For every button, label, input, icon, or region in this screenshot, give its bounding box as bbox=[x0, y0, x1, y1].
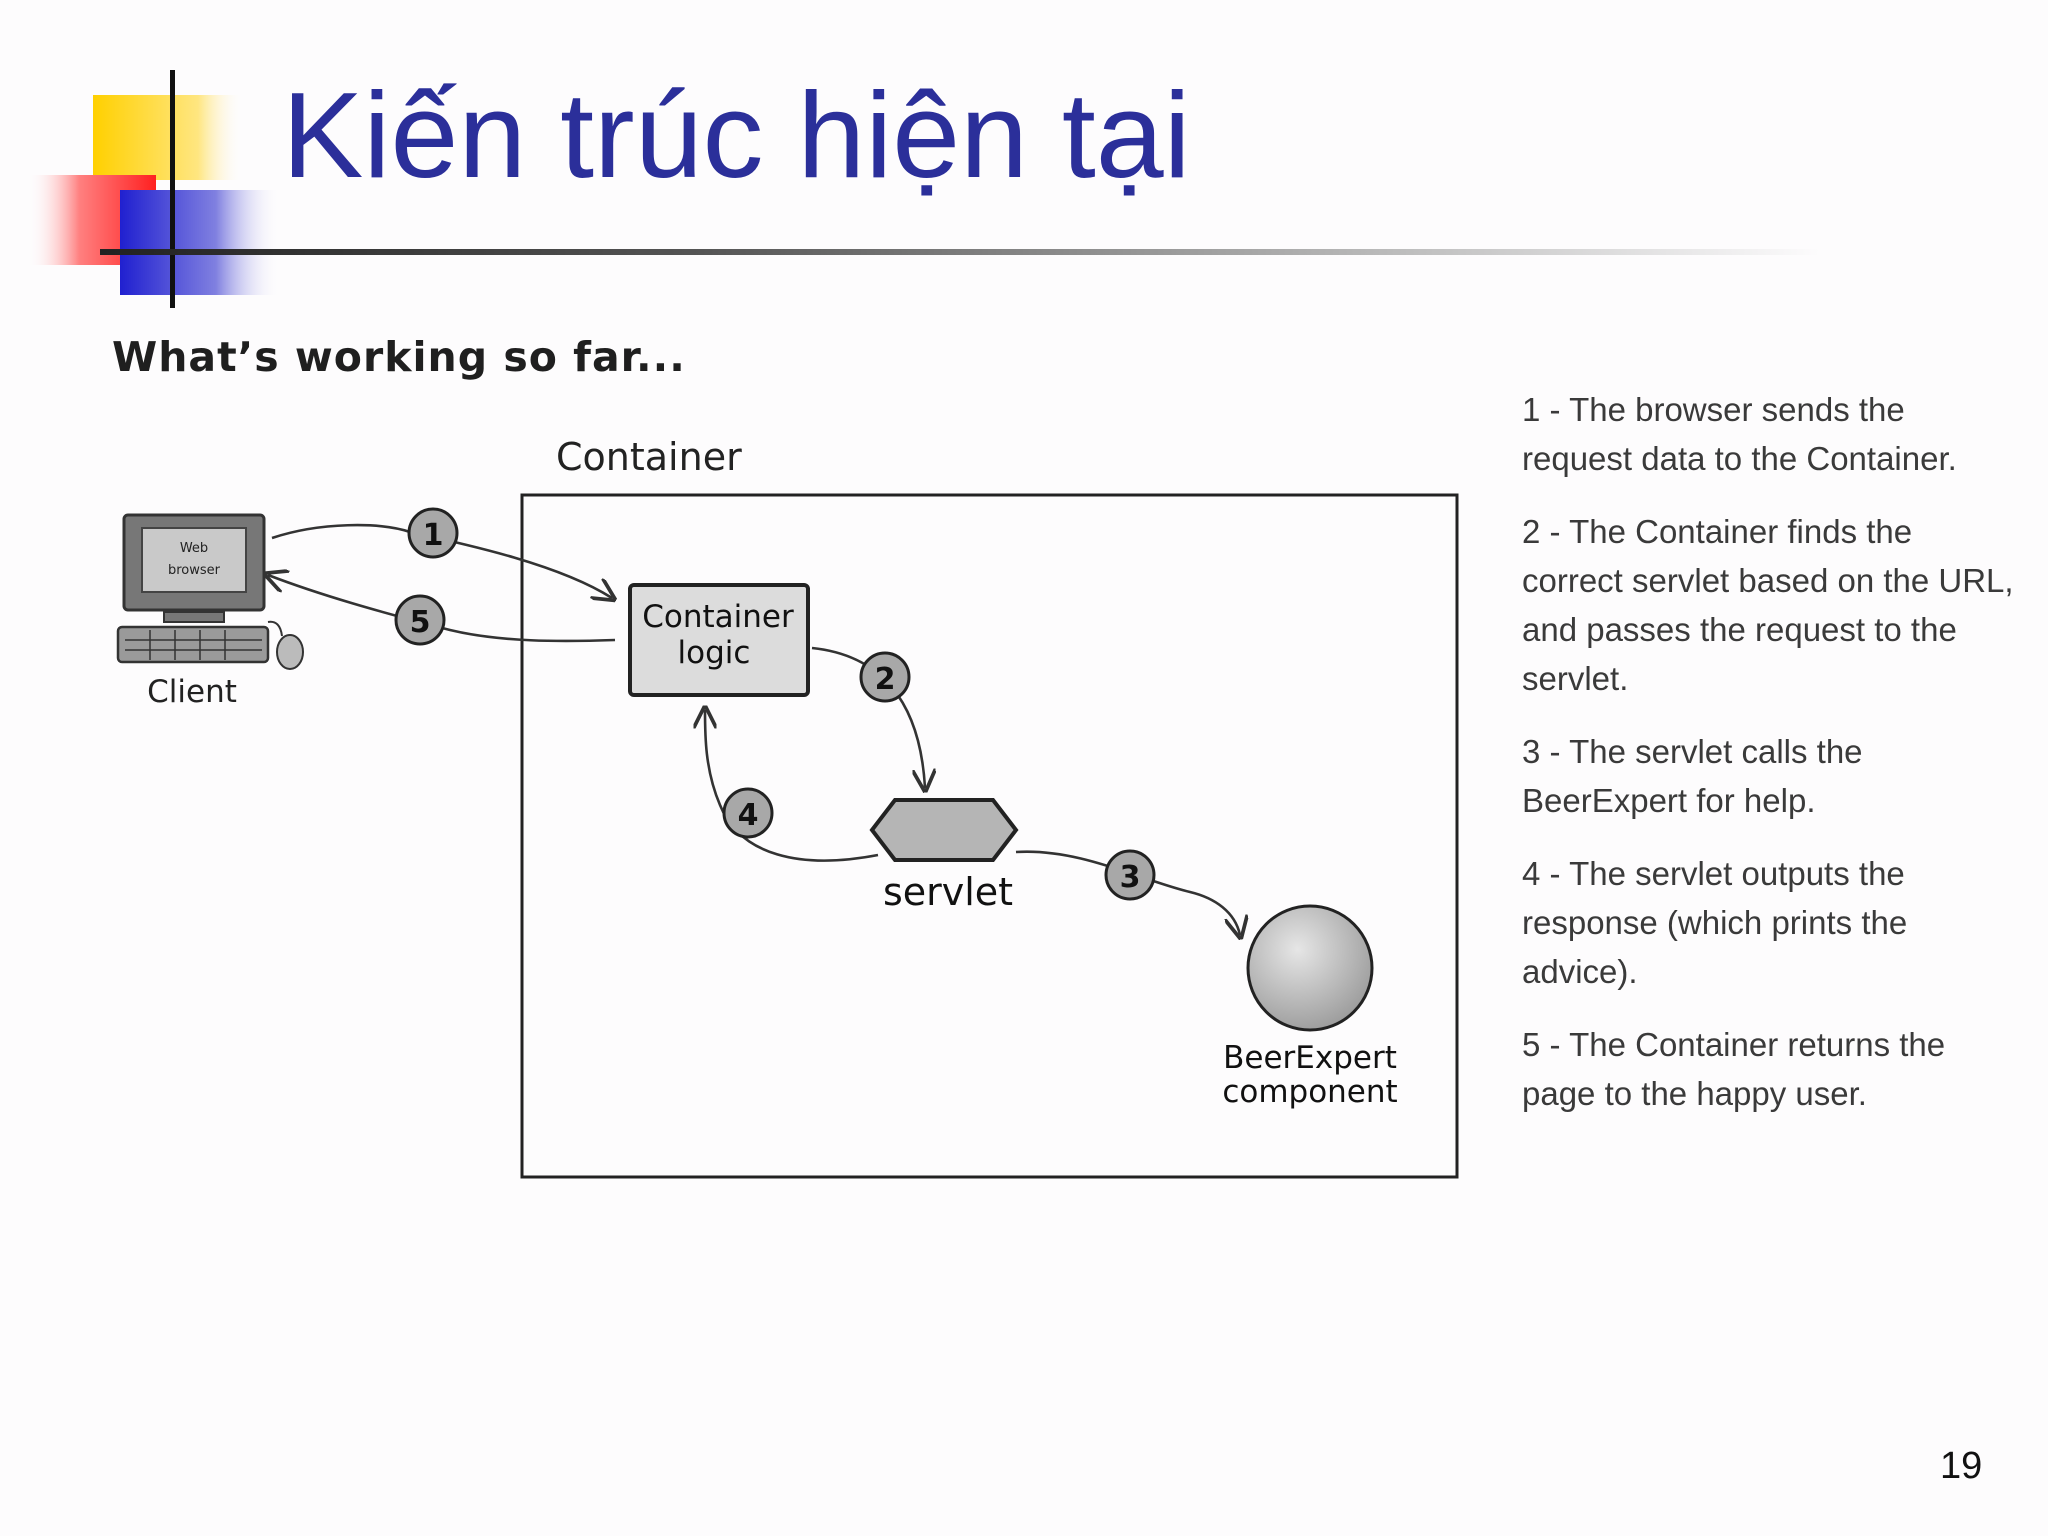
monitor-text-browser: browser bbox=[168, 563, 221, 578]
slide-title: Kiến trúc hiện tại bbox=[282, 67, 1191, 203]
step-5-text: 5 - The Container returns the page to th… bbox=[1522, 1026, 1946, 1112]
servlet-label: servlet bbox=[883, 870, 1013, 914]
title-underline bbox=[100, 249, 1820, 255]
page-number: 19 bbox=[1940, 1445, 1983, 1487]
svg-text:4: 4 bbox=[738, 798, 759, 833]
container-logic-box bbox=[628, 583, 810, 697]
arrow-return bbox=[268, 575, 616, 643]
servlet-shape bbox=[869, 798, 1019, 862]
container-logic-line2: logic bbox=[678, 635, 751, 671]
container-logic-line1: Container bbox=[642, 599, 794, 635]
svg-text:2: 2 bbox=[875, 662, 896, 697]
step-4-text: 4 - The servlet outputs the response (wh… bbox=[1522, 855, 1908, 990]
beerexpert-line1: BeerExpert bbox=[1223, 1040, 1397, 1076]
step-2-text: 2 - The Container finds the correct serv… bbox=[1522, 513, 2014, 697]
title-ornament bbox=[0, 0, 290, 310]
beerexpert-sphere bbox=[1246, 904, 1374, 1032]
client-label: Client bbox=[147, 674, 237, 710]
steps-list: 1 - The browser sends the request data t… bbox=[1522, 385, 2022, 1142]
step-badge-5: 5 bbox=[394, 594, 446, 646]
arrow-response bbox=[705, 710, 879, 862]
step-badge-4: 4 bbox=[722, 787, 774, 839]
container-label: Container bbox=[556, 435, 742, 479]
client-computer-icon bbox=[116, 513, 304, 670]
step-badge-2: 2 bbox=[859, 651, 911, 703]
step-badge-3: 3 bbox=[1104, 849, 1156, 901]
step-3-text: 3 - The servlet calls the BeerExpert for… bbox=[1522, 733, 1863, 819]
arrow-to-beerexpert bbox=[1015, 850, 1240, 935]
beerexpert-line2: component bbox=[1222, 1074, 1397, 1110]
monitor-text-web: Web bbox=[180, 541, 208, 556]
svg-text:5: 5 bbox=[410, 605, 431, 640]
step-badge-1: 1 bbox=[407, 507, 459, 559]
step-1-text: 1 - The browser sends the request data t… bbox=[1522, 391, 1957, 477]
container-box bbox=[520, 493, 1459, 1179]
svg-text:3: 3 bbox=[1120, 860, 1141, 895]
svg-text:1: 1 bbox=[423, 518, 444, 553]
slide-subtitle: What’s working so far... bbox=[112, 333, 686, 381]
